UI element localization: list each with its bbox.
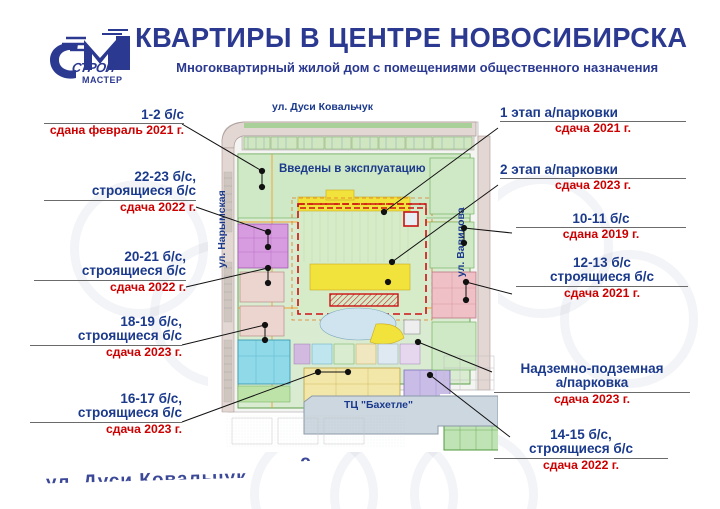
- callout-rule: [500, 121, 686, 123]
- callout-date: сдача 2023 г.: [555, 178, 631, 193]
- page-subtitle: Многоквартирный жилой дом с помещениями …: [176, 60, 659, 75]
- map-label-commissioned: Введены в эксплуатацию: [279, 163, 426, 175]
- street-label-left: ул. Нарымская: [216, 190, 228, 268]
- callout-title: 16-17 б/с,: [120, 391, 182, 406]
- stroy-master-logo: СТРОЙ МАСТЕР: [44, 26, 150, 90]
- callout-date: сдача 2023 г.: [554, 391, 630, 406]
- callout-rule: [500, 178, 686, 180]
- map-label-mall: ТЦ "Бахетле": [344, 399, 413, 411]
- logo-text-stroy: СТРОЙ: [70, 60, 116, 75]
- callout-right-3[interactable]: 12-13 б/с строящиеся б/с сдача 2021 г.: [516, 255, 688, 300]
- callout-rule: [494, 457, 668, 459]
- callout-rule: [34, 279, 186, 281]
- callout-left-2[interactable]: 20-21 б/с, строящиеся б/с сдача 2022 г.: [34, 249, 186, 294]
- callout-title: 10-11 б/с: [572, 211, 630, 226]
- callout-title-2: строящиеся б/с: [549, 269, 655, 285]
- callout-left-1[interactable]: 22-23 б/с, строящиеся б/с сдача 2022 г.: [44, 169, 196, 214]
- callout-right-0[interactable]: 1 этап а/парковки сдача 2021 г.: [500, 105, 686, 136]
- callout-right-5[interactable]: 14-15 б/с, строящиеся б/с сдача 2022 г.: [494, 427, 668, 472]
- callout-right-2[interactable]: 10-11 б/с сдана 2019 г.: [516, 211, 686, 242]
- callout-title: 18-19 б/с,: [120, 314, 182, 329]
- callout-date: сдача 2023 г.: [106, 344, 182, 359]
- callout-date: сдача 2023 г.: [106, 421, 182, 436]
- callout-right-1[interactable]: 2 этап а/парковки сдача 2023 г.: [500, 162, 686, 193]
- callout-title-2: а/парковка: [555, 375, 629, 391]
- callout-title: 12-13 б/с: [573, 255, 631, 270]
- callout-date: сдача 2021 г.: [555, 121, 631, 136]
- footer-cropped-text: ул. Дуси Ковальчук: [45, 467, 247, 494]
- callout-rule: [44, 199, 196, 201]
- callout-date: сдача 2022 г.: [110, 279, 186, 294]
- callout-right-4[interactable]: Надземно-подземная а/парковка сдача 2023…: [494, 361, 690, 406]
- callout-title-2: строящиеся б/с: [91, 183, 196, 199]
- callout-title-2: строящиеся б/с: [528, 441, 634, 457]
- callout-rule: [30, 421, 182, 423]
- callout-date: сдана 2019 г.: [562, 227, 640, 242]
- callout-title: 22-23 б/с,: [134, 169, 196, 184]
- callout-rule: [494, 391, 690, 393]
- street-label-top: ул. Дуси Ковальчук: [272, 101, 373, 113]
- callout-date: сдача 2022 г.: [120, 199, 196, 214]
- callout-title: Надземно-подземная: [520, 361, 664, 376]
- callout-left-3[interactable]: 18-19 б/с, строящиеся б/с сдача 2023 г.: [30, 314, 182, 359]
- callout-title-2: строящиеся б/с: [77, 405, 182, 421]
- footer-cropped-text-2: с: [300, 452, 311, 473]
- callout-rule: [516, 285, 688, 287]
- callout-left-0[interactable]: 1-2 б/с сдана февраль 2021 г.: [44, 107, 184, 138]
- callout-title: 20-21 б/с,: [124, 249, 186, 264]
- callout-title: 14-15 б/с,: [550, 427, 612, 442]
- logo-text-master: МАСТЕР: [82, 75, 123, 85]
- callout-rule: [44, 123, 184, 125]
- callout-title: 1-2 б/с: [141, 107, 184, 122]
- callout-left-4[interactable]: 16-17 б/с, строящиеся б/с сдача 2023 г.: [30, 391, 182, 436]
- street-label-right: ул. Вавилова: [455, 207, 467, 277]
- callout-title: 1 этап а/парковки: [500, 105, 618, 120]
- callout-title-2: строящиеся б/с: [81, 263, 186, 279]
- callout-rule: [30, 344, 182, 346]
- callout-rule: [516, 227, 686, 229]
- poster-header: СТРОЙ МАСТЕР КВАРТИРЫ В ЦЕНТРЕ НОВОСИБИР…: [0, 22, 720, 92]
- page-title: КВАРТИРЫ В ЦЕНТРЕ НОВОСИБИРСКА: [135, 22, 688, 53]
- callout-title: 2 этап а/парковки: [500, 162, 618, 177]
- logo-mark-icon: [50, 29, 130, 79]
- callout-date: сдача 2021 г.: [564, 285, 640, 300]
- callout-date: сдача 2022 г.: [543, 457, 619, 472]
- callout-date: сдана февраль 2021 г.: [49, 123, 184, 138]
- callout-title-2: строящиеся б/с: [77, 328, 182, 344]
